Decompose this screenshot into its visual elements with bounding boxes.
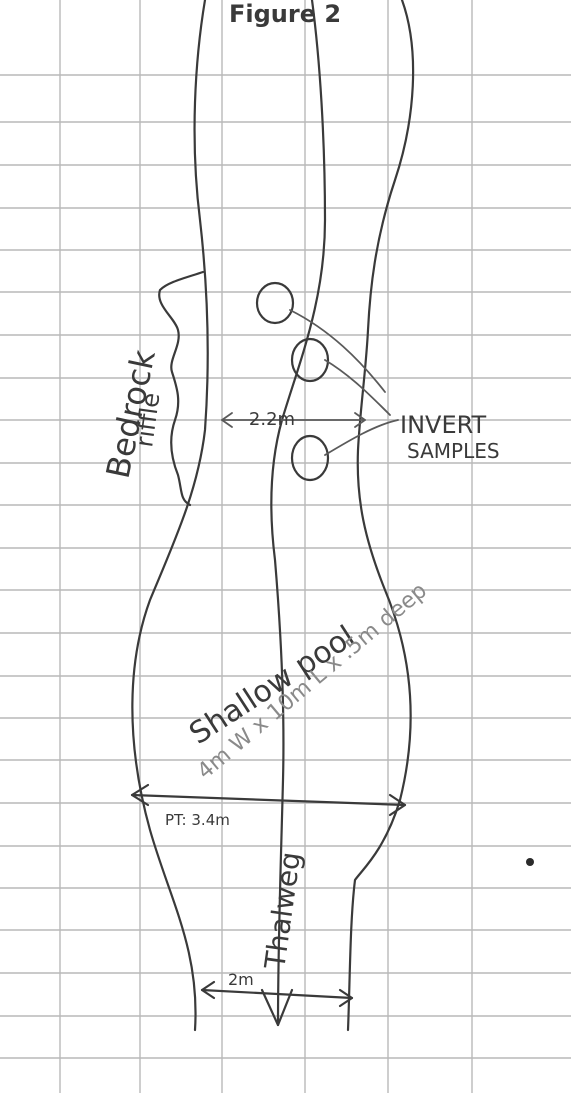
outlet-width-arrow [202,990,352,998]
invert-sample-circle-2 [292,339,328,381]
invert-sample-circle-1 [257,283,293,323]
sample-pointer-3 [325,420,398,455]
pencil-dot [526,858,534,866]
thalweg-label: Thalweg [258,850,307,972]
sample-pointer-2 [325,360,390,415]
left-bank-line [132,0,207,1030]
shallow-pool-label: Shallow pool [183,619,361,752]
riffle-bracket [159,272,203,505]
invert-label: INVERT [400,411,487,439]
riffle-width-label: 2.2m [249,409,295,430]
invert-sample-circle-3 [292,436,328,480]
right-bank-line [348,0,413,1030]
page-title: Figure 2 [229,0,341,28]
pool-dimensions-label: 4m W x 10m L x .5m deep [193,578,432,784]
pool-width-label: PT: 3.4m [165,811,230,829]
samples-label: SAMPLES [407,439,500,463]
outlet-width-label: 2m [228,970,254,989]
